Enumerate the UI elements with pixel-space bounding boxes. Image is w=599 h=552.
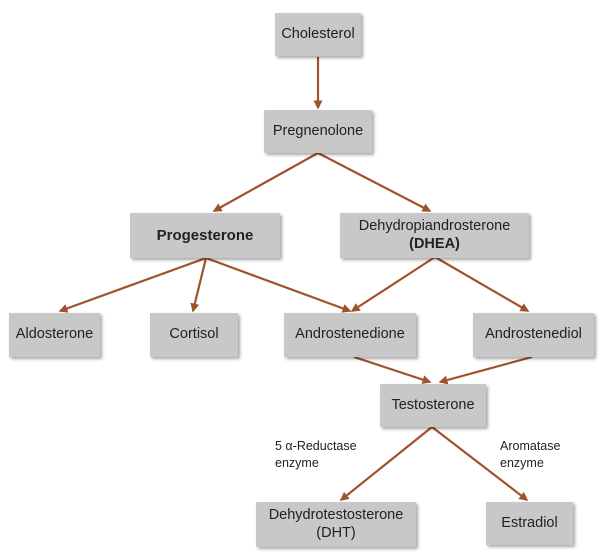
arrow-dhea-androstenediol xyxy=(434,256,530,312)
node-label-line-2: (DHEA) xyxy=(409,235,460,252)
enzyme-label-line-1: 5 α-Reductase xyxy=(275,439,357,453)
enzyme-label-aromatase: Aromatase enzyme xyxy=(500,438,560,472)
arrow-progesterone-androstenedione xyxy=(205,256,352,313)
node-androstenediol: Androstenediol xyxy=(473,313,594,357)
node-label: Cholesterol xyxy=(281,25,355,42)
node-label: Estradiol xyxy=(501,514,558,531)
arrow-androstenedione-testosterone xyxy=(353,355,432,384)
node-label: Androstenedione xyxy=(295,326,405,343)
node-label: Cortisol xyxy=(169,326,219,343)
node-pregnenolone: Pregnenolone xyxy=(264,110,372,153)
node-label-line-2: (DHT) xyxy=(316,524,356,541)
enzyme-label-reductase: 5 α-Reductase enzyme xyxy=(275,438,357,472)
node-androstenedione: Androstenedione xyxy=(284,313,416,357)
arrow-progesterone-aldosterone xyxy=(58,256,207,313)
arrow-testosterone-dht xyxy=(339,426,433,501)
node-estradiol: Estradiol xyxy=(486,502,573,545)
node-label: Pregnenolone xyxy=(272,122,364,139)
arrow-androstenediol-testosterone xyxy=(438,355,533,385)
node-cholesterol: Cholesterol xyxy=(275,13,361,56)
node-testosterone: Testosterone xyxy=(380,384,486,427)
arrow-pregnenolone-dhea xyxy=(317,152,432,212)
node-label: Androstenediol xyxy=(485,326,582,343)
node-progesterone: Progesterone xyxy=(130,213,280,258)
enzyme-label-line-2: enzyme xyxy=(275,455,319,470)
node-dhea: Dehydropiandrosterone (DHEA) xyxy=(340,213,529,258)
arrow-pregnenolone-progesterone xyxy=(212,152,319,212)
node-label: Aldosterone xyxy=(15,326,94,343)
node-label: Progesterone xyxy=(156,226,254,244)
node-aldosterone: Aldosterone xyxy=(9,313,100,357)
arrow-dhea-androstenedione xyxy=(350,256,436,312)
node-dht: Dehydrotestosterone (DHT) xyxy=(256,502,416,547)
node-label-line-1: Dehydrotestosterone xyxy=(268,507,404,524)
node-label: Testosterone xyxy=(391,396,475,413)
enzyme-label-line-2: enzyme xyxy=(500,455,544,470)
arrow-testosterone-estradiol xyxy=(431,426,529,501)
node-cortisol: Cortisol xyxy=(150,313,238,357)
arrow-progesterone-cortisol xyxy=(190,257,208,313)
enzyme-label-line-1: Aromatase xyxy=(500,439,561,453)
node-label-line-1: Dehydropiandrosterone xyxy=(358,218,511,235)
